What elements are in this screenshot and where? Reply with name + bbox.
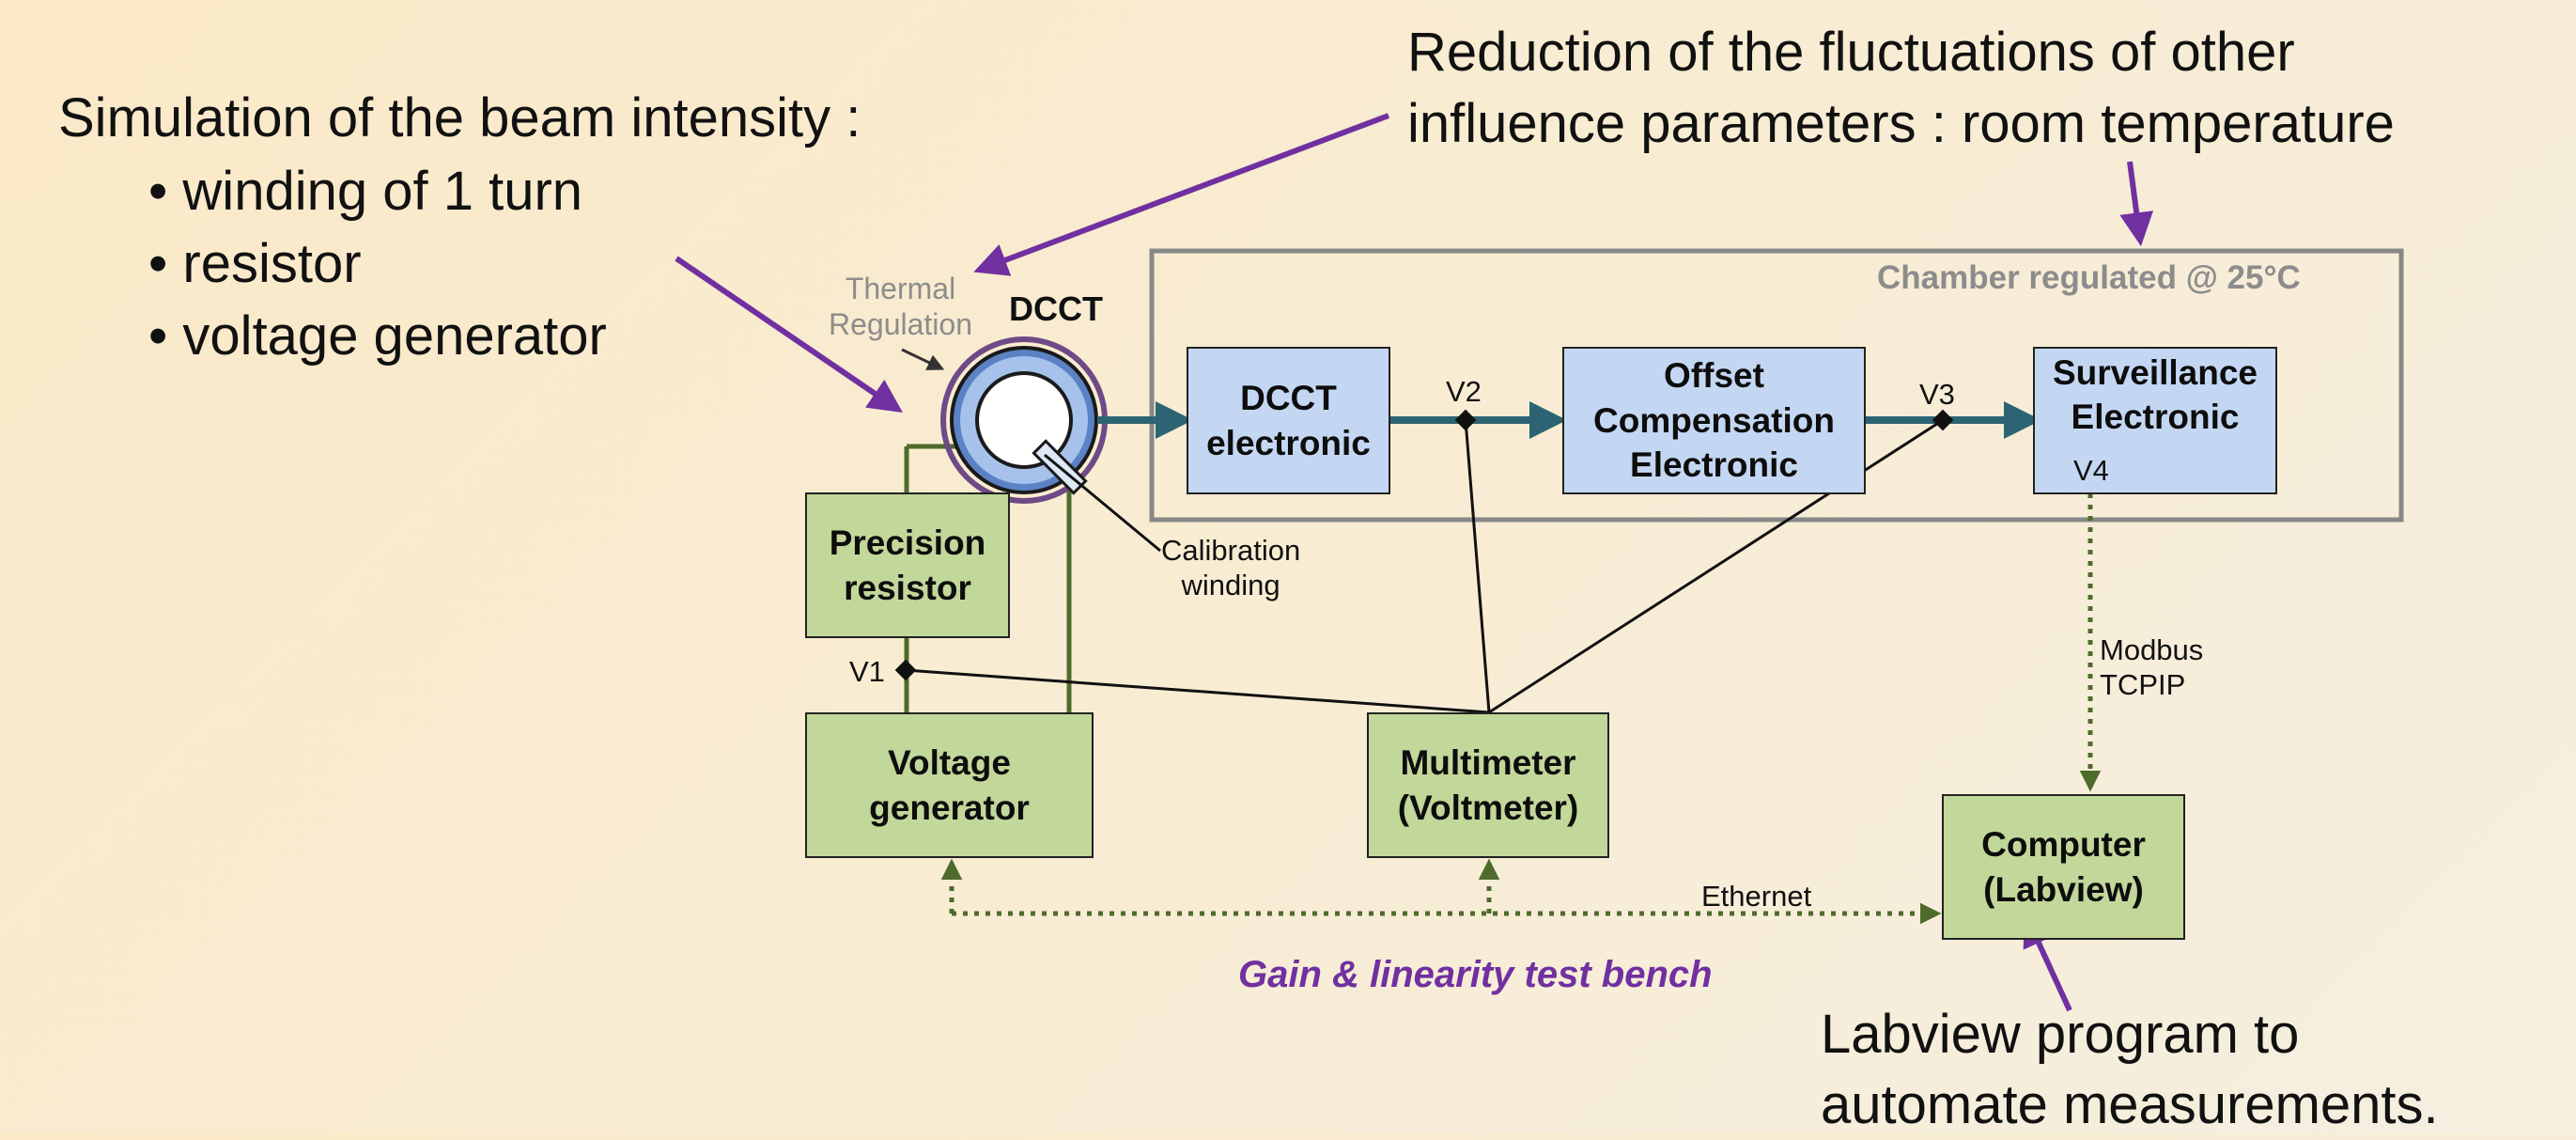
- v1-label: V1: [849, 655, 885, 688]
- v4-label: V4: [2073, 454, 2109, 487]
- purple-arrow-simulation: [675, 256, 903, 414]
- offset-compensation-box: Offset Compensation Electronic: [1562, 347, 1866, 494]
- voltage-generator-label: Voltage generator: [869, 743, 1030, 827]
- reduction-line1: Reduction of the fluctuations of other: [1407, 22, 2295, 83]
- dcct-electronic-box: DCCT electronic: [1187, 347, 1390, 494]
- multimeter-label: Multimeter (Voltmeter): [1397, 743, 1579, 827]
- wire-v3-multimeter: [1488, 418, 1944, 714]
- v2-label: V2: [1446, 375, 1482, 408]
- thermal-regulation-label: Thermal Regulation: [829, 272, 972, 342]
- modbus-tcpip-label: Modbus TCPIP: [2100, 633, 2204, 702]
- bullet-winding: • winding of 1 turn: [148, 161, 583, 222]
- labview-note-line2: automate measurements.: [1821, 1074, 2439, 1135]
- wire-v2-multimeter: [1464, 419, 1491, 713]
- thermal-leader: [901, 348, 945, 370]
- calibration-leader: [1044, 453, 1161, 553]
- simulation-title: Simulation of the beam intensity :: [58, 87, 861, 148]
- reduction-line2: influence parameters : room temperature: [1407, 93, 2395, 154]
- purple-arrow-chamber: [2119, 161, 2154, 247]
- offset-compensation-label: Offset Compensation Electronic: [1593, 356, 1835, 485]
- test-bench-caption: Gain & linearity test bench: [1238, 954, 1713, 995]
- bullet-voltage-generator: • voltage generator: [148, 305, 607, 367]
- voltage-generator-box: Voltage generator: [805, 712, 1094, 858]
- node-v1: [894, 659, 917, 681]
- ethernet-label: Ethernet: [1701, 880, 1812, 913]
- winding-wire-right: [1052, 472, 1072, 712]
- calibration-winding-label: Calibration winding: [1161, 534, 1301, 602]
- dcct-electronic-label: DCCT electronic: [1206, 379, 1371, 462]
- labview-note-line1: Labview program to: [1821, 1004, 2300, 1065]
- computer-box: Computer (Labview): [1942, 794, 2185, 940]
- node-v3: [1932, 409, 1954, 431]
- v3-label: V3: [1919, 378, 1955, 411]
- surveillance-electronic-label: Surveillance Electronic: [2052, 353, 2258, 437]
- computer-label: Computer (Labview): [1981, 825, 2146, 909]
- dcct-label: DCCT: [1009, 289, 1103, 328]
- node-v2: [1454, 409, 1477, 431]
- chamber-border: [1149, 248, 2404, 523]
- precision-resistor-box: Precision resistor: [805, 492, 1010, 638]
- precision-resistor-label: Precision resistor: [829, 523, 986, 607]
- purple-arrow-reduction: [973, 113, 1390, 276]
- wire-v1-multimeter: [905, 668, 1490, 714]
- bullet-resistor: • resistor: [148, 233, 362, 294]
- chamber-label: Chamber regulated @ 25°C: [1877, 259, 2301, 296]
- surveillance-electronic-box: Surveillance Electronic: [2033, 347, 2277, 494]
- multimeter-box: Multimeter (Voltmeter): [1367, 712, 1609, 858]
